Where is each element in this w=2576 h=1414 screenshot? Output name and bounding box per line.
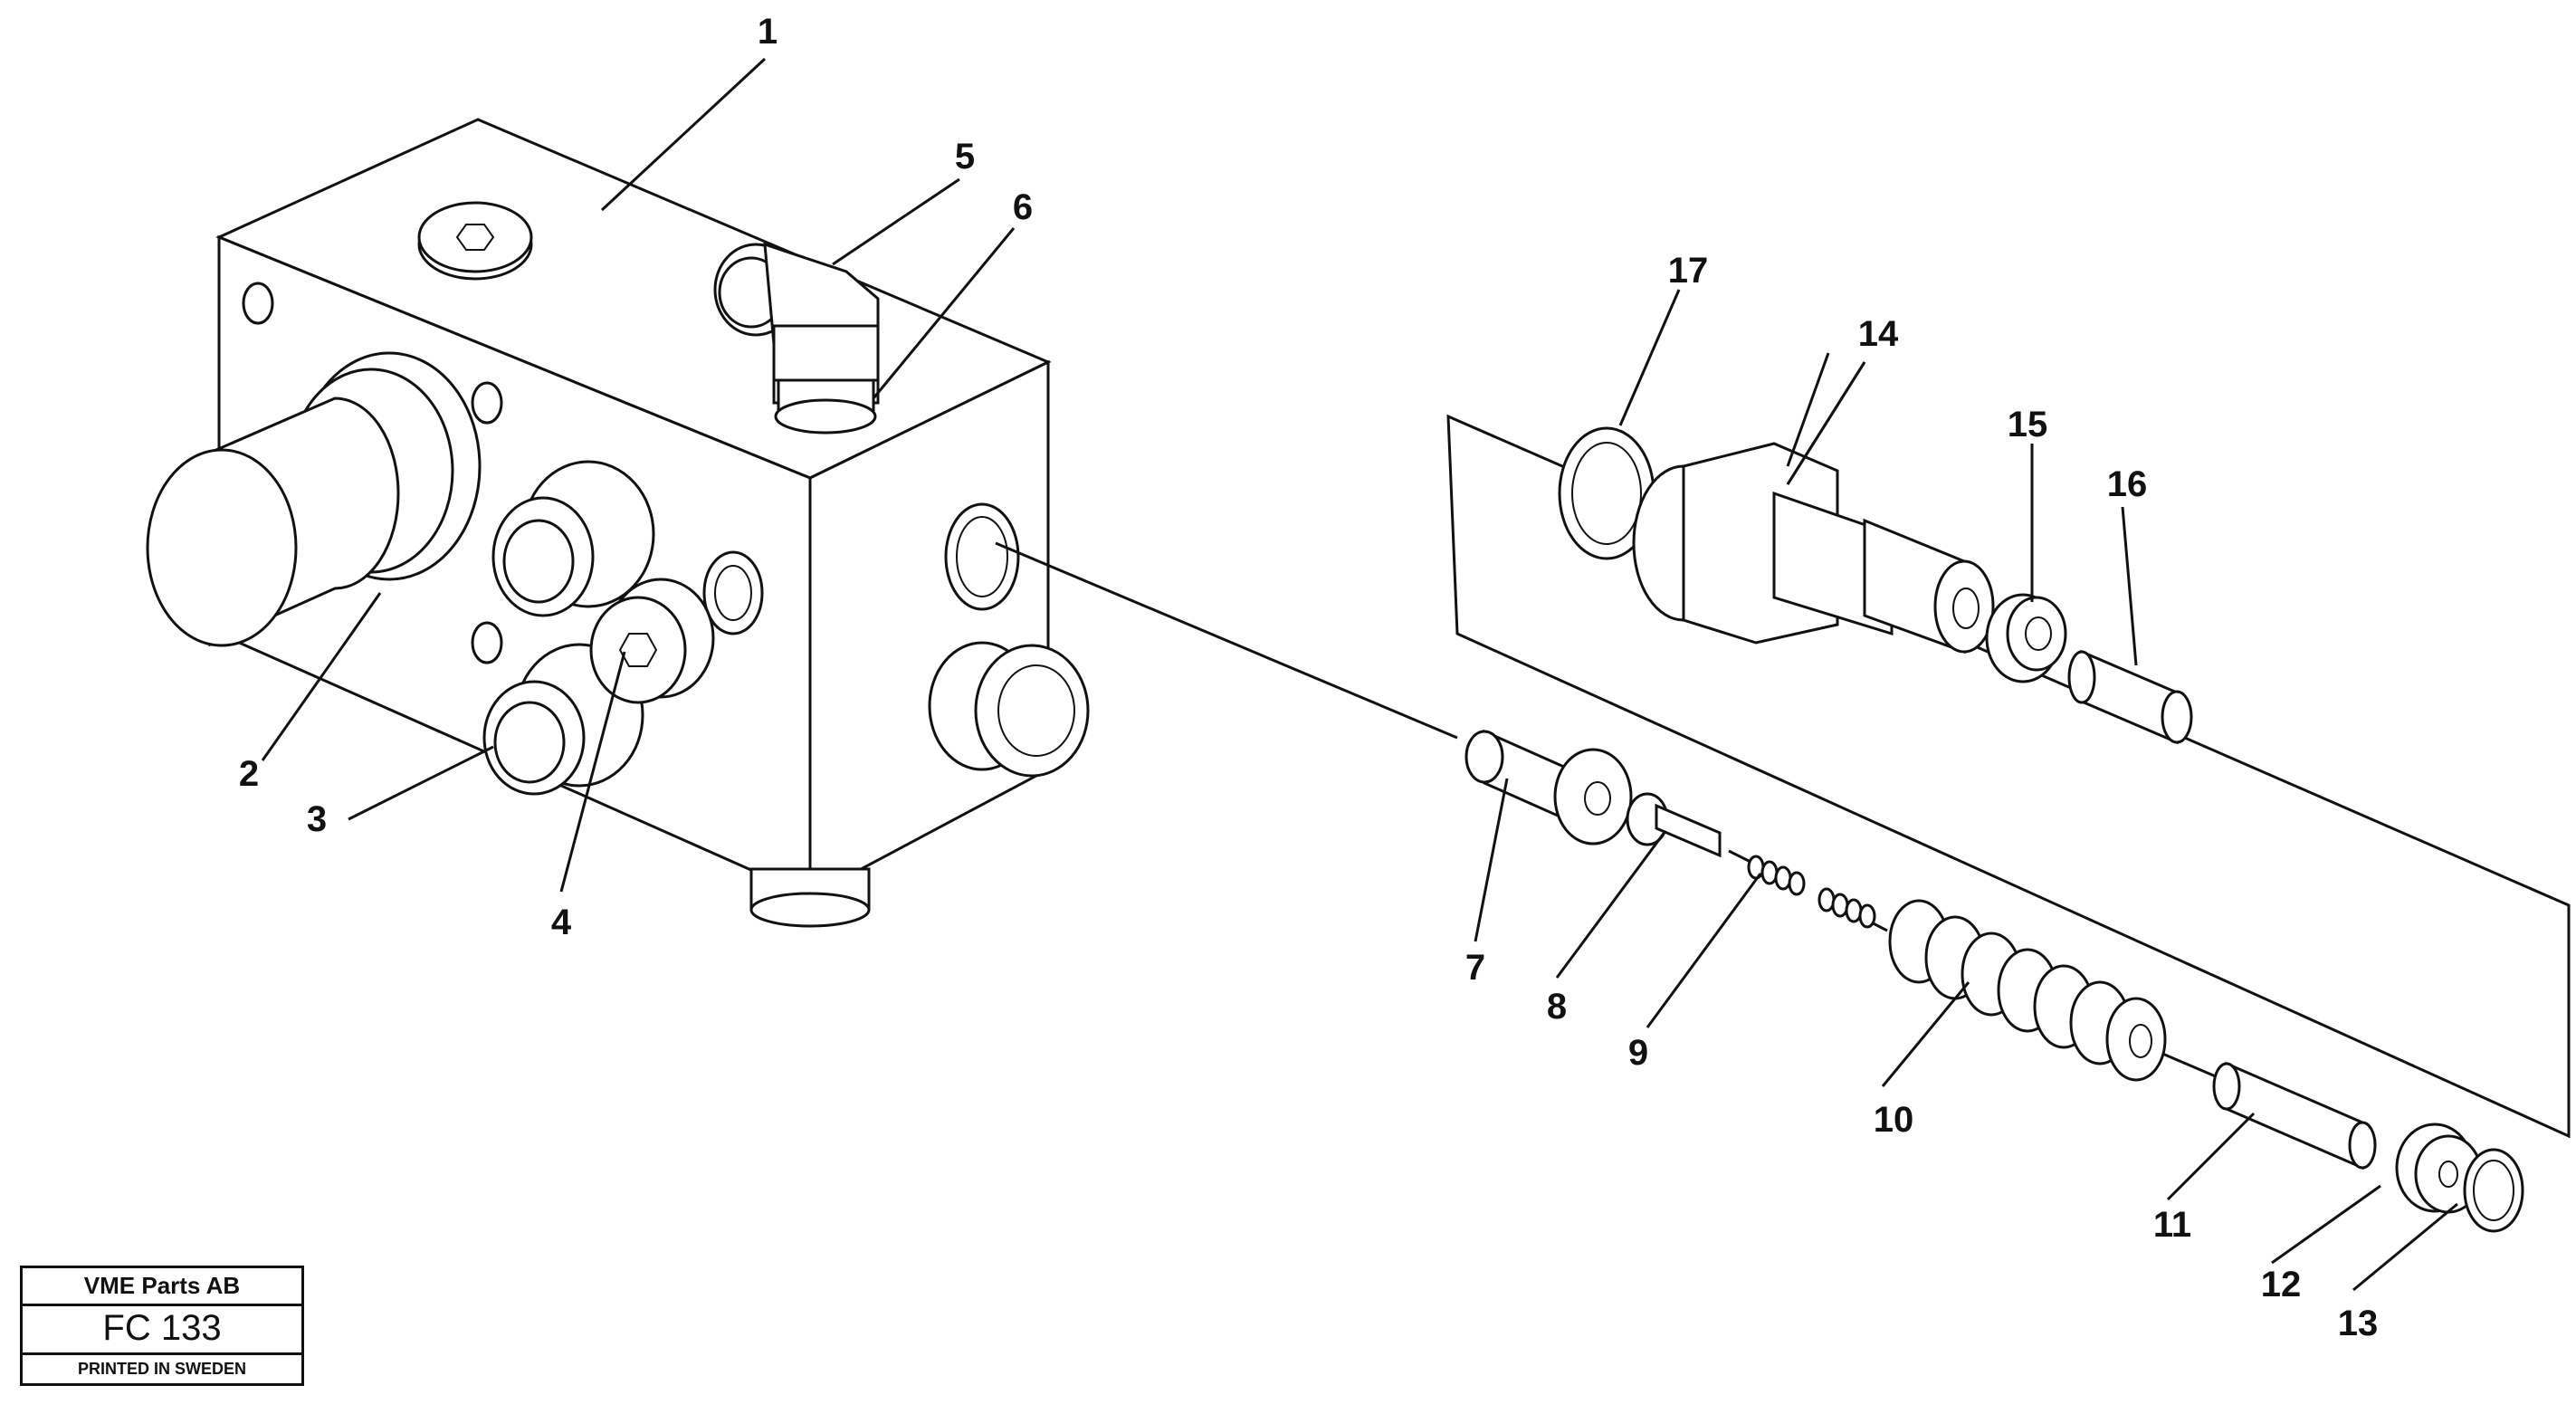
callout-8: 8	[1547, 987, 1567, 1027]
bottom-fitting	[749, 867, 871, 928]
callout-13: 13	[2338, 1304, 2379, 1343]
callout-6: 6	[1013, 187, 1033, 227]
leader-lines	[261, 57, 2458, 1292]
callout-1: 1	[758, 12, 778, 52]
title-block: VME Parts AB FC 133 PRINTED IN SWEDEN	[20, 1266, 304, 1386]
guide-pin	[2212, 1061, 2377, 1170]
callout-4: 4	[551, 903, 572, 942]
callout-7: 7	[1465, 948, 1485, 988]
title-block-company: VME Parts AB	[23, 1268, 301, 1306]
callout-16: 16	[2107, 464, 2148, 504]
callout-17: 17	[1668, 251, 1709, 291]
callout-11: 11	[2153, 1205, 2191, 1245]
title-block-printed: PRINTED IN SWEDEN	[77, 1360, 246, 1378]
elbow-fitting	[713, 242, 880, 435]
poppet	[1626, 792, 1722, 858]
right-port-fitting	[928, 641, 1090, 778]
title-block-code: FC 133	[23, 1306, 301, 1355]
callout-5: 5	[955, 137, 975, 177]
small-springs	[1747, 855, 1876, 929]
adjuster-body	[1632, 442, 1995, 654]
explosion-axis-line	[995, 541, 1458, 740]
callout-9: 9	[1628, 1033, 1648, 1073]
callout-2: 2	[239, 754, 259, 794]
callout-10: 10	[1874, 1100, 1914, 1140]
front-fittings	[482, 460, 655, 796]
o-ring-17	[1558, 426, 1655, 560]
callout-12: 12	[2261, 1265, 2302, 1304]
lock-nut	[1985, 593, 2067, 683]
seal-ring-13	[2463, 1148, 2524, 1233]
large-cap	[146, 351, 482, 647]
callout-3: 3	[307, 799, 327, 839]
subassembly-panel	[1446, 414, 2571, 1139]
spool-sleeve	[1465, 729, 1633, 846]
hex-plug	[589, 578, 715, 704]
end-plug	[2395, 1123, 2483, 1214]
callout-labels: 1 2 3 4 5 6 7 8 9 10 11 12 13 14 15 16 1…	[239, 12, 2378, 1343]
callout-14: 14	[1858, 314, 1899, 354]
callout-15: 15	[2008, 405, 2048, 444]
set-screw	[2067, 649, 2193, 745]
spring-stack	[1888, 899, 2167, 1082]
